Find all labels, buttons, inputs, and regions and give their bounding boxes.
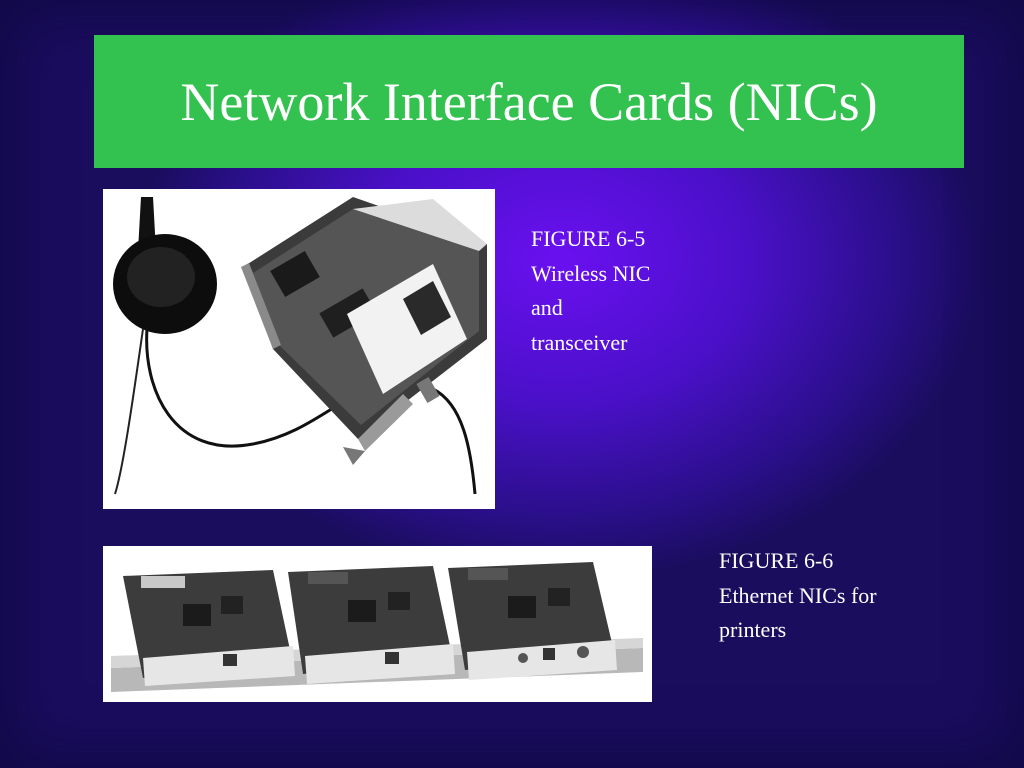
- caption-line: transceiver: [531, 329, 628, 355]
- figure-6-5-caption: FIGURE 6-5 Wireless NIC and transceiver: [531, 222, 650, 360]
- slide-title: Network Interface Cards (NICs): [180, 71, 878, 132]
- caption-line: Ethernet NICs for: [719, 582, 877, 608]
- caption-line: Wireless NIC: [531, 260, 651, 286]
- caption-line: printers: [719, 617, 787, 642]
- title-banner: Network Interface Cards (NICs): [94, 35, 964, 168]
- caption-line: FIGURE 6-6: [719, 548, 834, 573]
- figure-6-6-caption: FIGURE 6-6 Ethernet NICs for printers: [719, 544, 877, 648]
- wireless-nic-image: [103, 189, 495, 509]
- caption-line: and: [531, 295, 563, 320]
- caption-line: FIGURE 6-5: [531, 226, 646, 251]
- ethernet-nics-image: [103, 546, 652, 702]
